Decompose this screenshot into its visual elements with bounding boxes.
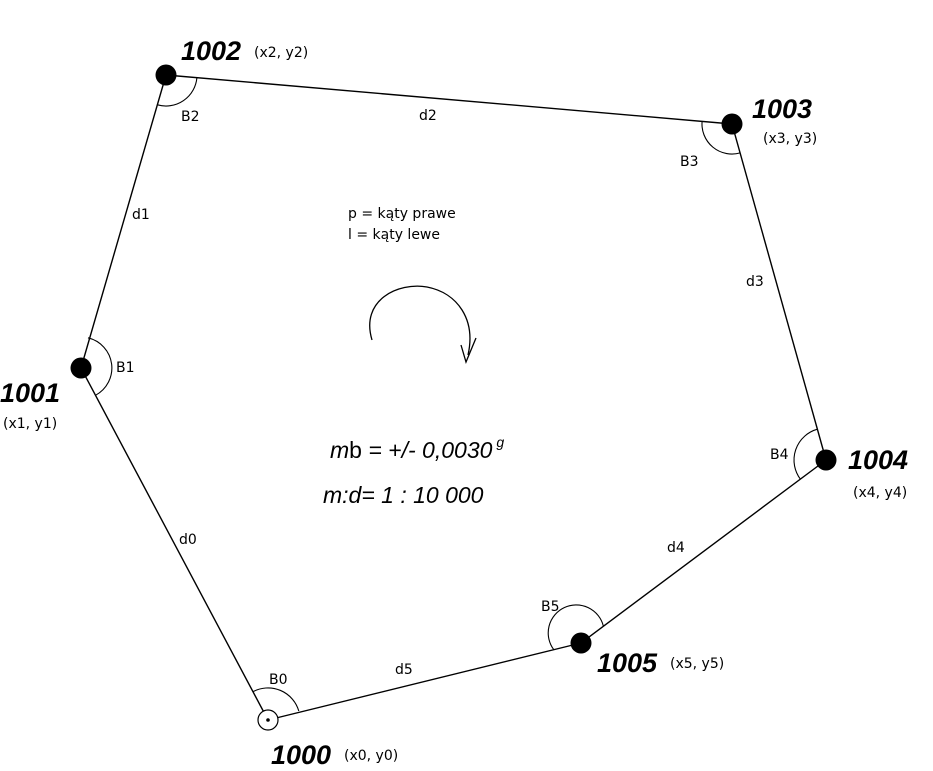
coord-label-1002: (x2, y2)	[254, 45, 308, 61]
angle-arc-b5	[547, 604, 604, 651]
clockwise-arrow-icon	[369, 285, 477, 364]
formula-mb-prefix: m	[330, 437, 349, 463]
formula-mb-unit: g	[496, 434, 504, 450]
angle-label-b4: B4	[770, 447, 789, 463]
formula-md: m:d= 1 : 10 000	[323, 482, 484, 508]
station-marker-1003	[721, 113, 743, 135]
point-label-1003: 1003	[752, 94, 812, 124]
distance-label-d2: d2	[419, 108, 437, 124]
distance-label-d0: d0	[179, 532, 197, 548]
coord-label-1003: (x3, y3)	[763, 131, 817, 147]
angle-arc-b0	[252, 687, 300, 712]
legend-left-angles: l = kąty lewe	[348, 227, 440, 243]
edge-d5	[267, 642, 582, 721]
station-marker-1005	[570, 632, 592, 654]
point-label-1000: 1000	[271, 740, 331, 770]
station-marker-1000-center	[266, 718, 270, 722]
legend-right-angles: p = kąty prawe	[348, 206, 456, 222]
coord-label-1004: (x4, y4)	[853, 485, 907, 501]
angle-arc-b2	[157, 77, 198, 107]
angle-arc-b3	[701, 121, 741, 155]
point-label-1001: 1001	[0, 378, 60, 408]
formula-mb-value: = +/- 0,0030	[362, 437, 493, 463]
coord-label-1005: (x5, y5)	[670, 656, 724, 672]
edge-d4	[580, 459, 827, 644]
angle-label-b1: B1	[116, 360, 135, 376]
point-label-1005: 1005	[597, 648, 658, 678]
distance-label-d4: d4	[667, 540, 685, 556]
station-marker-1002	[155, 64, 177, 86]
coord-label-1001: (x1, y1)	[3, 416, 57, 432]
distance-label-d3: d3	[746, 274, 764, 290]
angle-label-b5: B5	[541, 599, 560, 615]
angle-label-b2: B2	[181, 109, 200, 125]
edge-d0	[80, 367, 269, 721]
point-label-1002: 1002	[181, 36, 241, 66]
station-marker-1001	[70, 357, 92, 379]
distance-label-d5: d5	[395, 662, 413, 678]
coord-label-1000: (x0, y0)	[344, 748, 398, 764]
angle-label-b3: B3	[680, 154, 699, 170]
angle-arc-b4	[793, 428, 818, 480]
edge-d3	[731, 123, 827, 461]
formula-mb-b: b	[349, 437, 362, 463]
edge-d2	[165, 74, 733, 125]
angle-arc-b1	[87, 337, 113, 396]
point-label-1004: 1004	[848, 445, 908, 475]
angle-label-b0: B0	[269, 672, 288, 688]
station-marker-1004	[815, 449, 837, 471]
distance-label-d1: d1	[132, 207, 150, 223]
edge-d1	[80, 74, 167, 369]
